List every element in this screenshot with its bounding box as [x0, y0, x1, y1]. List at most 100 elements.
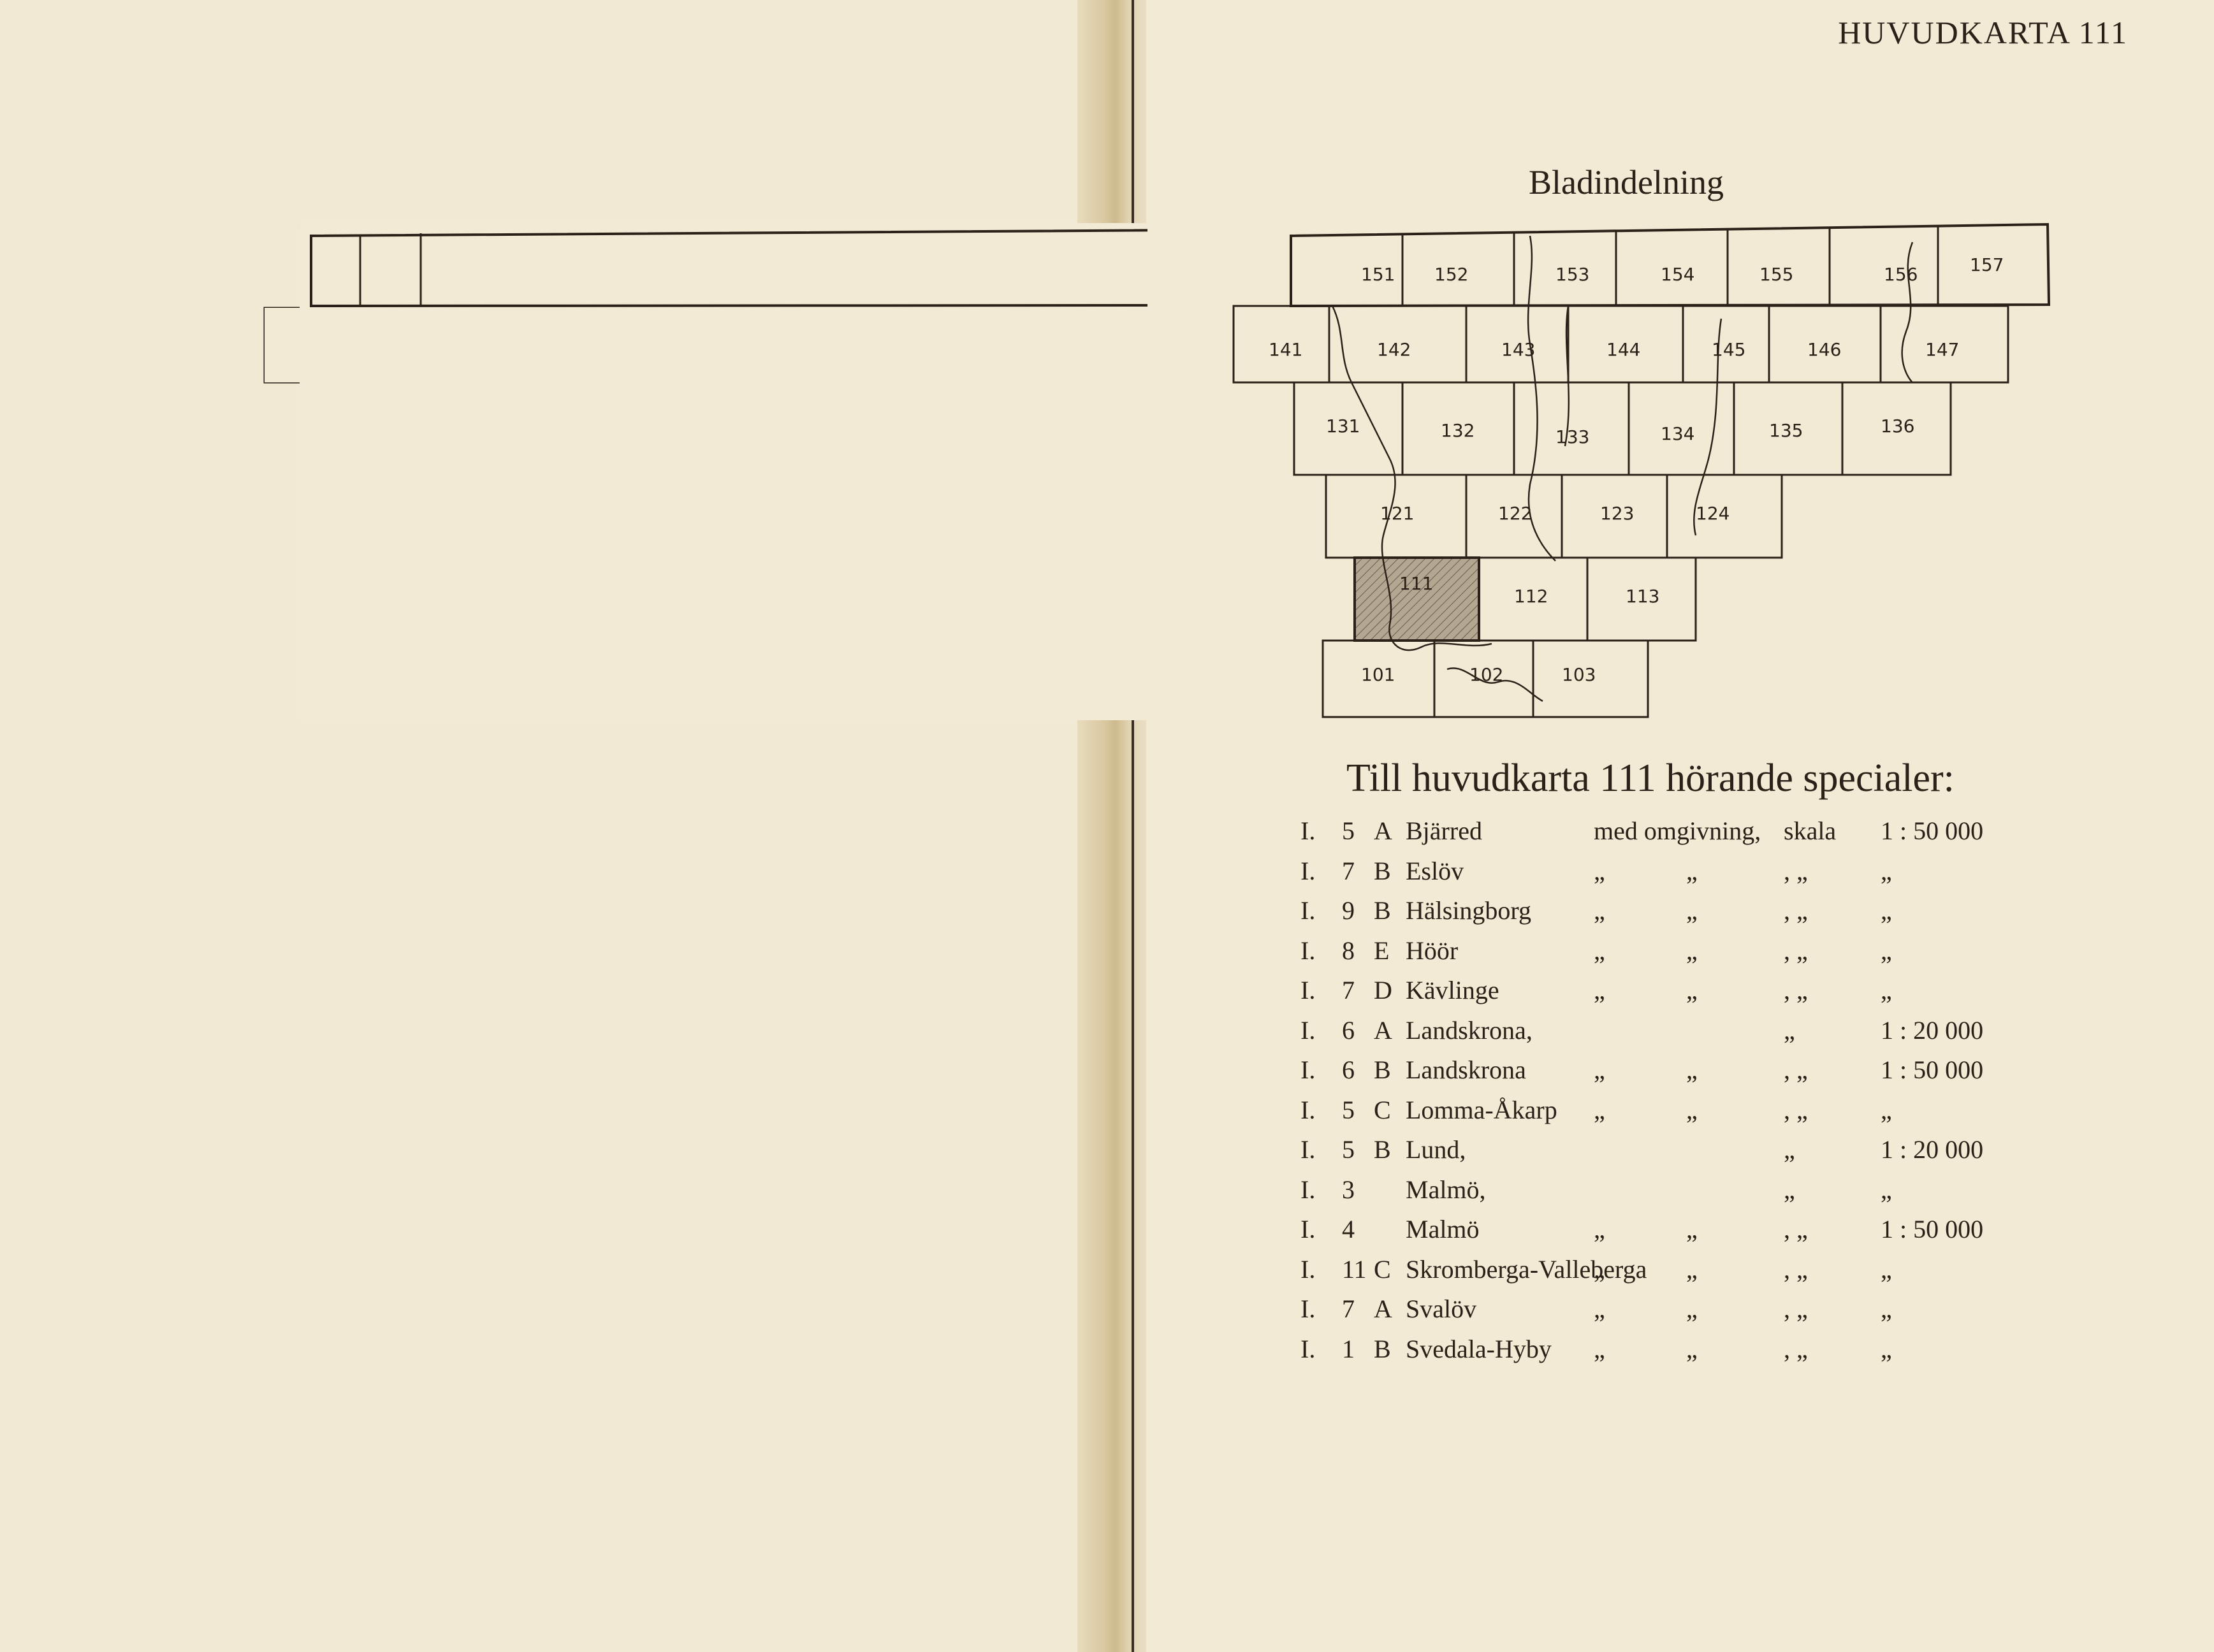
sheet-label-103: 103 — [1562, 664, 1596, 685]
specials-scale: 1 : 50 000 — [1881, 1215, 1984, 1243]
specials-col3: , „ — [1784, 976, 1808, 1004]
specials-scale: 1 : 20 000 — [1881, 1135, 1984, 1164]
specials-col3: , „ — [1784, 1334, 1808, 1363]
specials-num: 5 — [1342, 1135, 1355, 1164]
specials-col1: „ — [1594, 1095, 1605, 1124]
specials-col3: „ — [1784, 1015, 1795, 1045]
specials-scale: „ — [1881, 976, 1892, 1004]
sheet-label-124: 124 — [1696, 503, 1730, 524]
specials-col1: „ — [1594, 1334, 1605, 1363]
specials-letter: E — [1374, 936, 1390, 965]
specials-scale: „ — [1881, 856, 1892, 885]
specials-num: 6 — [1342, 1055, 1355, 1084]
specials-col2: „ — [1686, 896, 1698, 925]
sheet-label-136: 136 — [1881, 416, 1914, 437]
specials-series: I. — [1300, 816, 1316, 845]
specials-col1: „ — [1594, 936, 1605, 965]
specials-letter: B — [1374, 856, 1391, 885]
specials-col3: , „ — [1784, 1254, 1808, 1284]
specials-col1: „ — [1594, 1254, 1605, 1284]
specials-series: I. — [1300, 1135, 1316, 1164]
sheet-label-111: 111 — [1399, 573, 1433, 594]
page-header: HUVUDKARTA 111 — [1838, 15, 2128, 50]
specials-scale: „ — [1881, 1334, 1892, 1363]
sheet-label-157: 157 — [1970, 254, 2004, 275]
specials-name: Eslöv — [1406, 856, 1464, 885]
specials-num: 7 — [1342, 856, 1355, 885]
sheet-label-123: 123 — [1600, 503, 1634, 524]
sheet-label-113: 113 — [1626, 586, 1659, 607]
sheet-label-151: 151 — [1361, 264, 1395, 285]
specials-col1: med omgivning, — [1594, 816, 1761, 845]
specials-series: I. — [1300, 896, 1316, 925]
specials-num: 4 — [1342, 1215, 1355, 1243]
specials-col1: „ — [1594, 1215, 1605, 1243]
specials-col2: „ — [1686, 856, 1698, 885]
specials-col3: , „ — [1784, 936, 1808, 965]
specials-num: 8 — [1342, 936, 1355, 965]
specials-num: 5 — [1342, 816, 1355, 845]
specials-num: 9 — [1342, 896, 1355, 925]
specials-scale: „ — [1881, 1095, 1892, 1124]
specials-scale: „ — [1881, 896, 1892, 925]
specials-title: Till huvudkarta 111 hörande specialer: — [1346, 757, 1955, 800]
sheet-label-131: 131 — [1326, 416, 1360, 437]
specials-series: I. — [1300, 976, 1316, 1004]
sheet-label-141: 141 — [1269, 339, 1302, 360]
specials-series: I. — [1300, 1294, 1316, 1323]
specials-col3: , „ — [1784, 856, 1808, 885]
specials-col2: „ — [1686, 1334, 1698, 1363]
specials-col1: „ — [1594, 976, 1605, 1004]
specials-name: Lund, — [1406, 1135, 1466, 1164]
sheet-label-121: 121 — [1380, 503, 1414, 524]
specials-col1: „ — [1594, 1055, 1605, 1084]
specials-col3: skala — [1784, 816, 1837, 845]
specials-letter: A — [1374, 1015, 1392, 1045]
gutter-divider — [1132, 0, 1134, 1652]
specials-name: Landskrona, — [1406, 1015, 1533, 1045]
specials-num: 11 — [1342, 1254, 1367, 1284]
specials-scale: „ — [1881, 1294, 1892, 1323]
sheet-label-133: 133 — [1555, 426, 1589, 447]
specials-name: Skromberga-Valleberga — [1406, 1254, 1647, 1284]
specials-name: Hälsingborg — [1406, 896, 1532, 925]
sheet-label-132: 132 — [1441, 420, 1475, 441]
specials-col3: „ — [1784, 1175, 1795, 1204]
specials-col2: „ — [1686, 1055, 1698, 1084]
specials-col1: „ — [1594, 896, 1605, 925]
specials-series: I. — [1300, 1095, 1316, 1124]
specials-name: Malmö — [1406, 1215, 1480, 1243]
sheet-label-102: 102 — [1469, 664, 1503, 685]
specials-series: I. — [1300, 1334, 1316, 1363]
specials-scale: „ — [1881, 936, 1892, 965]
specials-letter: A — [1374, 1294, 1392, 1323]
specials-name: Kävlinge — [1406, 976, 1499, 1004]
specials-scale: 1 : 50 000 — [1881, 1055, 1984, 1084]
sheet-label-156: 156 — [1884, 264, 1918, 285]
sheet-labels: 151 152 153 154 155 156 157 141 142 143 … — [1269, 254, 2004, 685]
specials-letter: B — [1374, 1055, 1391, 1084]
specials-col2: „ — [1686, 1254, 1698, 1284]
specials-letter: A — [1374, 816, 1392, 845]
specials-num: 5 — [1342, 1095, 1355, 1124]
specials-col2: „ — [1686, 1095, 1698, 1124]
specials-letter: B — [1374, 1135, 1391, 1164]
sheet-label-135: 135 — [1769, 420, 1803, 441]
specials-num: 7 — [1342, 976, 1355, 1004]
specials-series: I. — [1300, 936, 1316, 965]
specials-col3: „ — [1784, 1135, 1795, 1164]
specials-scale: „ — [1881, 1175, 1892, 1204]
specials-letter: D — [1374, 976, 1392, 1004]
specials-col2: „ — [1686, 976, 1698, 1004]
specials-letter: B — [1374, 1334, 1391, 1363]
specials-col1: „ — [1594, 856, 1605, 885]
sheet-label-153: 153 — [1555, 264, 1589, 285]
sheet-label-122: 122 — [1498, 503, 1532, 524]
specials-name: Svalöv — [1406, 1294, 1477, 1323]
specials-letter: B — [1374, 896, 1391, 925]
specials-col3: , „ — [1784, 1055, 1808, 1084]
specials-col3: , „ — [1784, 896, 1808, 925]
specials-series: I. — [1300, 856, 1316, 885]
specials-series: I. — [1300, 1055, 1316, 1084]
